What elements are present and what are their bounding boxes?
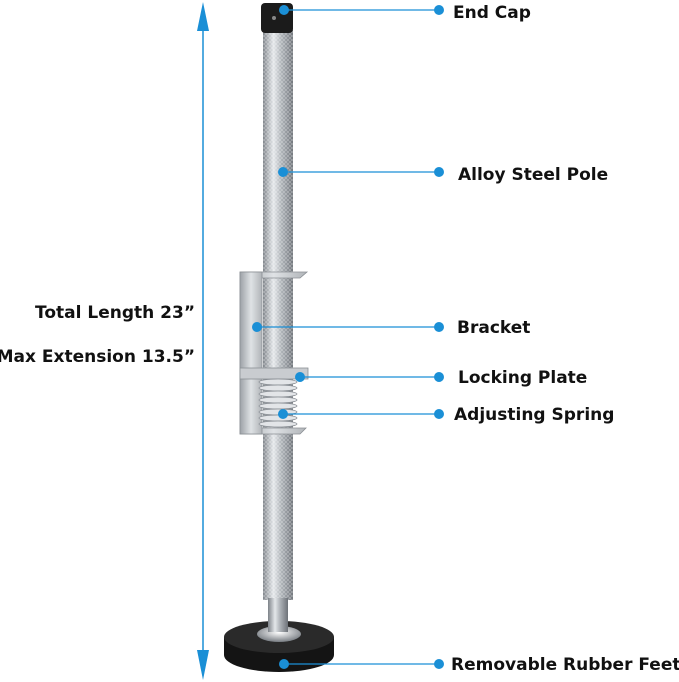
callout-dot [434, 409, 444, 419]
callout-label-alloy-steel-pole: Alloy Steel Pole [458, 165, 608, 185]
callout-dot [434, 659, 444, 669]
rubber-foot [224, 621, 334, 672]
callout-dot [279, 659, 289, 669]
arrow-down-icon [197, 650, 209, 680]
callout-label-removable-rubber-feet: Removable Rubber Feet [451, 655, 679, 675]
arrow-up-icon [197, 2, 209, 31]
callout-dot [434, 372, 444, 382]
adjusting-spring [258, 378, 298, 428]
spring-coil [258, 420, 298, 428]
callout-bracket [252, 322, 444, 332]
spring-coil [258, 378, 298, 386]
callout-label-adjusting-spring: Adjusting Spring [454, 405, 614, 425]
bracket [239, 271, 309, 435]
callout-dot [278, 409, 288, 419]
callout-dot [434, 5, 444, 15]
max-extension-label: Max Extension 13.5” [0, 347, 195, 367]
spring-coil [258, 414, 298, 422]
dimension-arrow [197, 2, 209, 680]
callout-dot [278, 167, 288, 177]
callout-dot [434, 167, 444, 177]
callout-alloy-steel-pole [278, 167, 444, 177]
callout-label-end-cap: End Cap [453, 3, 531, 23]
callout-label-locking-plate: Locking Plate [458, 368, 587, 388]
spring-coil [258, 390, 298, 398]
callout-dot [252, 322, 262, 332]
callout-adjusting-spring [278, 409, 444, 419]
steel-pole [263, 30, 293, 632]
callout-removable-rubber-feet [279, 659, 444, 669]
spring-coil [258, 402, 298, 410]
total-length-label: Total Length 23” [35, 303, 195, 323]
callout-dot [295, 372, 305, 382]
spring-coil [258, 384, 298, 392]
callout-label-bracket: Bracket [457, 318, 530, 338]
callout-end-cap [279, 5, 444, 15]
callout-locking-plate [295, 372, 444, 382]
spring-coil [258, 396, 298, 404]
callout-dot [279, 5, 289, 15]
callout-dot [434, 322, 444, 332]
